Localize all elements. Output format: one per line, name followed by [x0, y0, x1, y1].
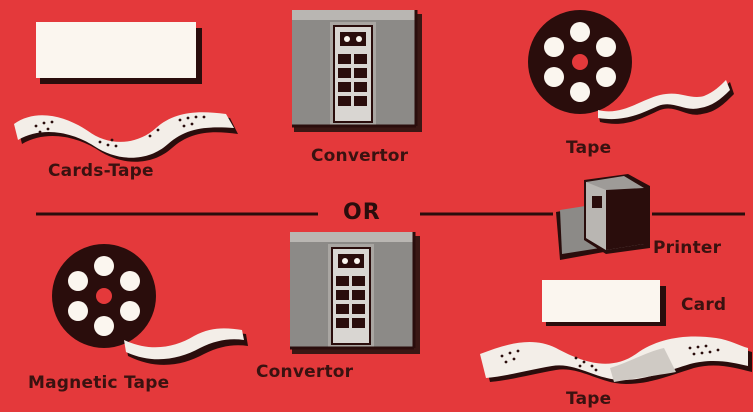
label-printer: Printer [653, 238, 722, 258]
label-convertor-top: Convertor [311, 146, 409, 166]
tape-strip-top-right [598, 80, 734, 124]
card-shape-bottom [542, 280, 666, 326]
tape-strip-bottom-left [124, 328, 248, 365]
label-tape-bottom: Tape [566, 389, 612, 409]
tape-reel-top [528, 10, 632, 114]
magnetic-tape-reel [52, 244, 156, 348]
label-cards-tape: Cards-Tape [48, 161, 154, 181]
paper-tape-bottom-right [480, 336, 752, 384]
paper-tape-top-left [14, 112, 238, 162]
label-magnetic-tape: Magnetic Tape [28, 373, 170, 393]
printer-machine [556, 174, 650, 260]
label-tape-top: Tape [566, 138, 612, 158]
label-or: OR [343, 200, 381, 225]
card-shape-top [36, 22, 202, 84]
label-convertor-bottom: Convertor [256, 362, 354, 382]
convertor-machine-bottom [288, 230, 422, 356]
label-card: Card [681, 295, 727, 315]
convertor-machine-top [290, 8, 424, 134]
